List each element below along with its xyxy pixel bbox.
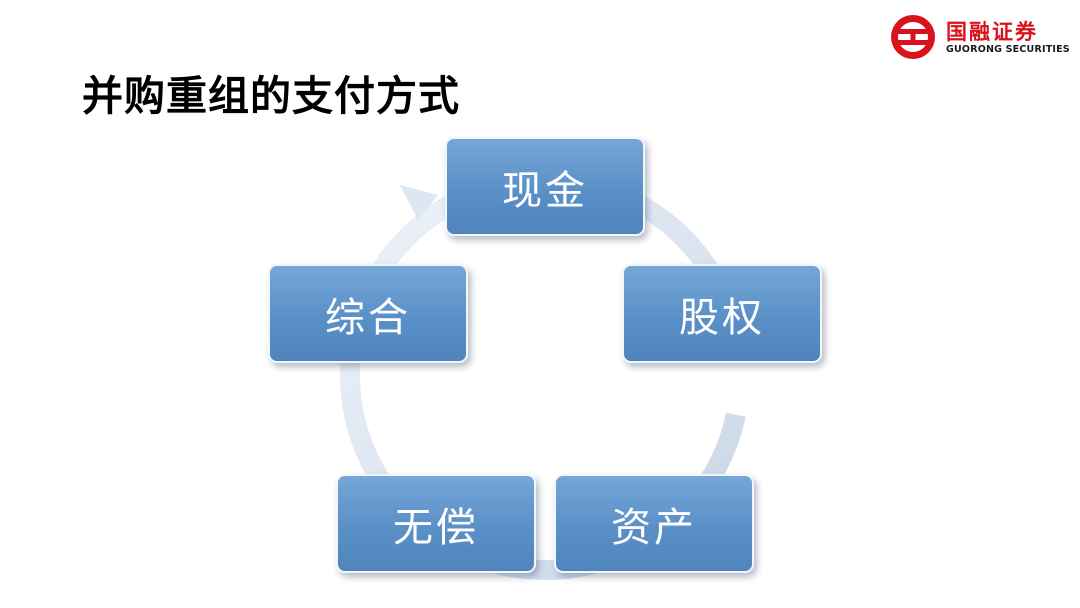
slide-title: 并购重组的支付方式	[82, 72, 460, 120]
cycle-node-equity: 股权	[622, 264, 822, 363]
logo-name-en: GUORONG SECURITIES	[946, 44, 1070, 55]
guorong-logo-icon	[891, 15, 935, 59]
cycle-arrowhead-icon	[400, 185, 438, 220]
logo-name-cn: 国融证券	[946, 20, 1038, 44]
cycle-node-label: 无偿	[393, 504, 479, 551]
company-logo: 国融证券 GUORONG SECURITIES	[888, 10, 1070, 60]
cycle-node-cash: 现金	[445, 137, 645, 236]
cycle-node-label: 股权	[679, 294, 765, 341]
cycle-node-label: 现金	[502, 167, 588, 214]
cycle-node-assets: 资产	[554, 474, 754, 573]
cycle-node-combined: 综合	[268, 264, 468, 363]
cycle-node-label: 资产	[611, 504, 697, 551]
cycle-node-free: 无偿	[336, 474, 536, 573]
cycle-node-label: 综合	[325, 294, 411, 341]
